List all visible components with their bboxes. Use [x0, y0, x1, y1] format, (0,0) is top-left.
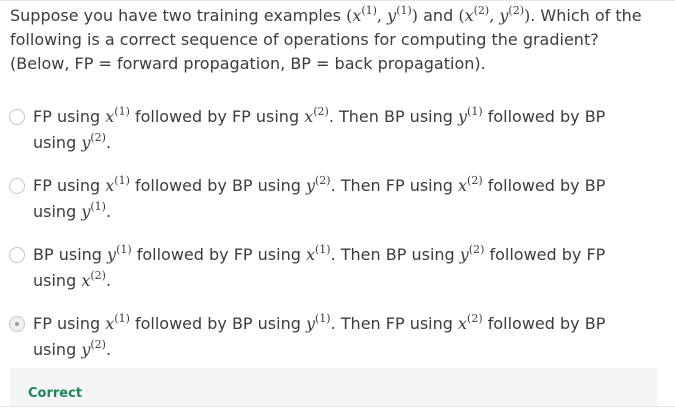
- option-text: FP using: [33, 107, 106, 126]
- math-var: x(2): [458, 173, 483, 195]
- math-var: x(1): [105, 311, 130, 333]
- question-part-1: Suppose you have two training examples: [10, 6, 347, 25]
- math-var: y(1): [457, 104, 483, 126]
- math-var: y(1): [107, 242, 132, 264]
- math-var: y(2): [81, 130, 106, 152]
- option-text: followed by BP using: [33, 107, 606, 152]
- radio-button[interactable]: [9, 247, 25, 263]
- option-text: .: [105, 340, 112, 359]
- top-divider: [0, 0, 675, 1]
- option-text: followed by BP using: [129, 314, 306, 333]
- option-text: followed by FP using: [131, 245, 306, 264]
- math-var: x(1): [305, 242, 331, 264]
- answer-option-1[interactable]: FP using x(1) followed by FP using x(2).…: [8, 104, 633, 164]
- option-text: followed by BP using: [129, 176, 306, 195]
- option-text: .: [105, 271, 112, 290]
- math-var: y(1): [305, 311, 331, 333]
- option-text: FP using: [33, 314, 106, 333]
- answer-options: FP using x(1) followed by FP using x(2).…: [8, 104, 658, 380]
- option-text: .: [105, 133, 112, 152]
- math-var: y(2): [305, 173, 331, 195]
- math-var: x(1): [105, 104, 130, 126]
- math-var: x(2): [304, 104, 329, 126]
- option-text: followed by FP using: [33, 245, 606, 290]
- math-var: y(1): [81, 199, 106, 221]
- option-text: followed by BP using: [33, 314, 606, 359]
- math-var: x(2): [81, 268, 106, 290]
- option-text: followed by FP using: [129, 107, 305, 126]
- math-var: x(2): [458, 311, 483, 333]
- math-var: y(2): [81, 337, 106, 359]
- option-text: BP using: [33, 245, 108, 264]
- math-pair-2: (x(2), y(2)): [458, 3, 531, 25]
- answer-option-4[interactable]: FP using x(1) followed by BP using y(1).…: [8, 311, 633, 371]
- question-part-2: and: [418, 6, 459, 25]
- math-var: x(1): [105, 173, 130, 195]
- bottom-divider: [0, 406, 675, 416]
- radio-button[interactable]: [9, 109, 25, 125]
- option-text: .: [105, 202, 112, 221]
- correct-label: Correct: [28, 386, 83, 401]
- answer-option-2[interactable]: FP using x(1) followed by BP using y(2).…: [8, 173, 633, 233]
- option-text: FP using: [33, 176, 106, 195]
- option-text: . Then BP using: [328, 107, 458, 126]
- question-part-3: . Which of the following is a correct se…: [10, 6, 642, 73]
- radio-button[interactable]: [9, 178, 25, 194]
- option-text: . Then FP using: [330, 176, 459, 195]
- option-text: . Then FP using: [330, 314, 459, 333]
- math-pair-1: (x(1), y(1)): [346, 3, 419, 25]
- option-text: . Then BP using: [330, 245, 460, 264]
- question-text: Suppose you have two training examples (…: [10, 4, 662, 76]
- radio-button-selected[interactable]: [9, 316, 25, 332]
- math-var: y(2): [459, 242, 485, 264]
- option-text: followed by BP using: [33, 176, 606, 221]
- answer-option-3[interactable]: BP using y(1) followed by FP using x(1).…: [8, 242, 633, 302]
